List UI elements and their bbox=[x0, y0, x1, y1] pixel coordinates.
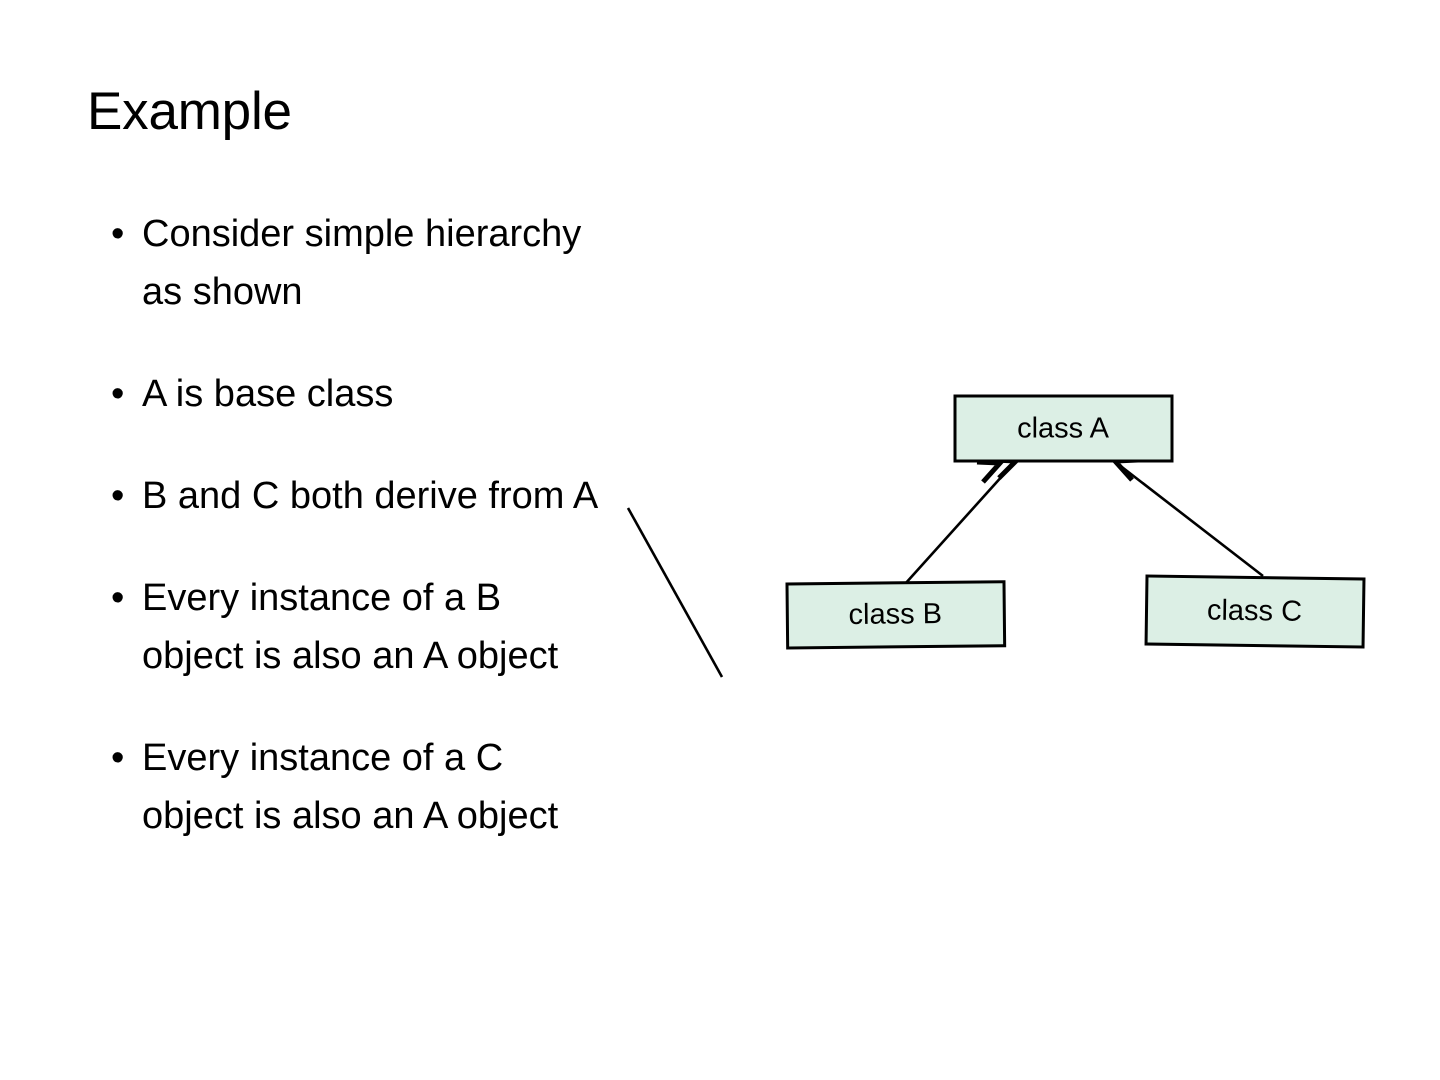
class-box-b[interactable]: class B bbox=[785, 580, 1007, 650]
bullet-list: • Consider simple hierarchy as shown • A… bbox=[100, 205, 800, 889]
arrowhead-b-a bbox=[976, 459, 1006, 484]
hierarchy-graphics: class A class B class C bbox=[785, 394, 1366, 650]
class-box-c[interactable]: class C bbox=[1144, 574, 1366, 649]
list-item: • A is base class bbox=[100, 365, 800, 423]
list-item-text: Every instance of a B object is also an … bbox=[142, 577, 559, 677]
list-item: • Every instance of a C object is also a… bbox=[100, 729, 800, 845]
list-item: • Every instance of a B object is also a… bbox=[100, 569, 800, 685]
list-item-text: Consider simple hierarchy as shown bbox=[142, 213, 582, 313]
class-box-a-rect[interactable] bbox=[953, 394, 1174, 463]
class-box-c-rect[interactable] bbox=[1144, 574, 1366, 649]
list-item-text: Every instance of a C object is also an … bbox=[142, 737, 559, 837]
edge-line-b-a bbox=[626, 507, 724, 678]
class-box-a[interactable]: class A bbox=[953, 394, 1174, 463]
list-item: • B and C both derive from A bbox=[100, 467, 800, 525]
class-hierarchy-diagram: class A class B class C bbox=[626, 370, 1400, 678]
bullet-icon: • bbox=[111, 737, 125, 779]
class-box-c-label: class C bbox=[1207, 594, 1303, 627]
class-box-b-label: class B bbox=[848, 598, 942, 631]
class-box-a-label: class A bbox=[1017, 413, 1110, 445]
bullet-icon: • bbox=[111, 373, 125, 415]
list-item-text: B and C both derive from A bbox=[142, 475, 599, 517]
bullet-icon: • bbox=[111, 475, 125, 517]
list-item-text: A is base class bbox=[142, 373, 394, 415]
list-item: • Consider simple hierarchy as shown bbox=[100, 205, 800, 321]
connector-classc-to-classa bbox=[1117, 462, 1264, 578]
page-title: Example bbox=[87, 82, 292, 141]
connector-classb-to-classa bbox=[904, 463, 1014, 585]
class-box-b-rect[interactable] bbox=[785, 580, 1007, 650]
bullet-icon: • bbox=[111, 577, 125, 619]
bullet-icon: • bbox=[111, 213, 125, 255]
